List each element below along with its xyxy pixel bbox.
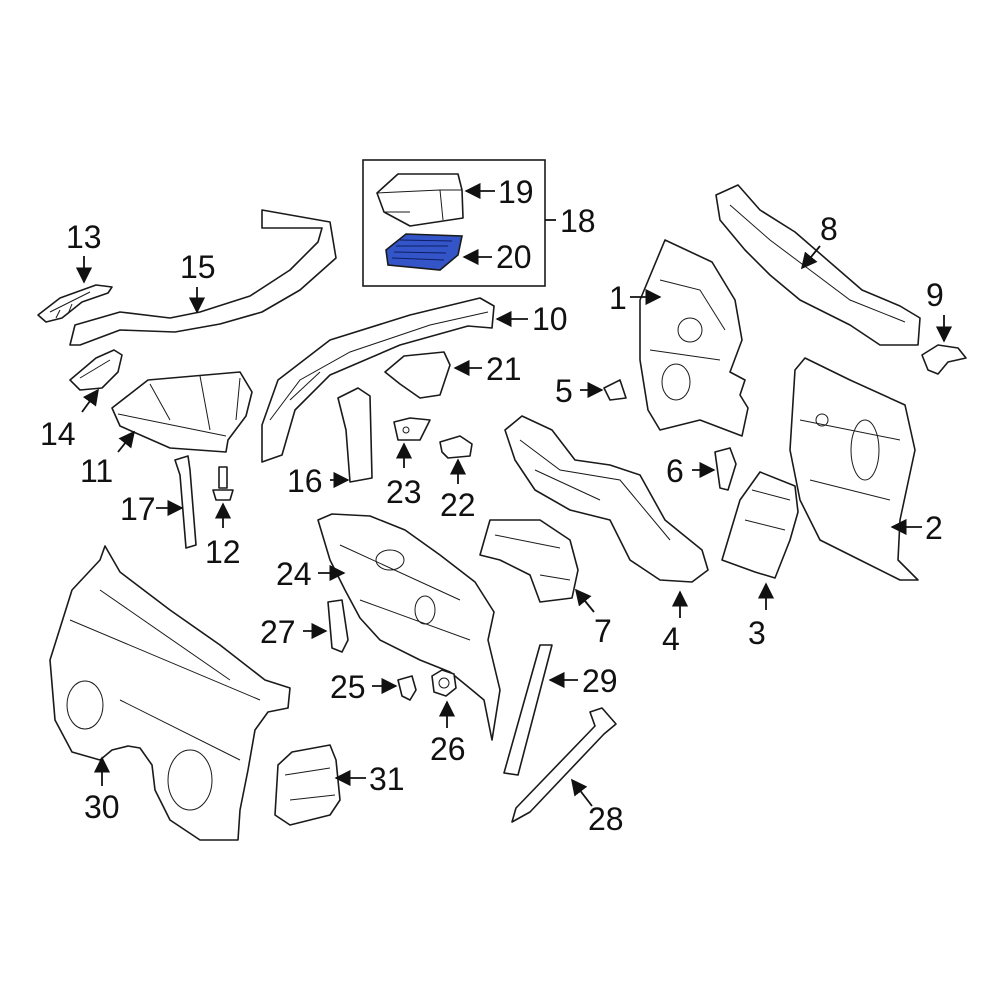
callout-21: 21 <box>486 351 522 387</box>
part-7-bracket <box>479 519 579 603</box>
callout-20: 20 <box>496 239 532 275</box>
leader-28 <box>571 778 593 807</box>
callout-22: 22 <box>440 487 476 523</box>
callout-24: 24 <box>276 556 312 592</box>
callout-7: 7 <box>594 613 612 649</box>
part-21-duct <box>384 351 451 399</box>
callout-8: 8 <box>820 211 838 247</box>
leader-14 <box>81 388 99 413</box>
callout-16: 16 <box>287 463 323 499</box>
part-9-bracket <box>921 344 967 375</box>
callout-6: 6 <box>666 453 684 489</box>
part-3-panel <box>721 471 799 579</box>
part-25-bolt <box>397 675 417 701</box>
part-24-insulator <box>317 513 501 741</box>
callout-25: 25 <box>330 669 366 705</box>
callout-19: 19 <box>498 174 534 210</box>
part-4-rail <box>504 415 709 583</box>
callout-11: 11 <box>80 453 113 489</box>
callout-15: 15 <box>180 249 216 285</box>
part-11-tray <box>111 371 253 453</box>
part-10-crossmember <box>261 297 495 463</box>
part-19-filter-housing <box>376 173 464 227</box>
leader-8 <box>800 245 821 270</box>
part-23-clip <box>393 417 431 441</box>
part-17-brace <box>174 455 197 549</box>
part-5-clip <box>603 379 627 401</box>
part-13-bracket <box>37 284 113 323</box>
callout-10: 10 <box>532 301 568 337</box>
callout-23: 23 <box>386 474 422 510</box>
part-31-cover <box>274 744 341 826</box>
callout-13: 13 <box>66 219 102 255</box>
part-20-cabin-air-filter <box>385 233 463 271</box>
part-15-strip <box>69 209 337 346</box>
callout-5: 5 <box>555 373 573 409</box>
callout-28: 28 <box>588 801 624 837</box>
callout-17: 17 <box>120 491 156 527</box>
part-12-bolt <box>212 466 234 501</box>
part-14-bracket <box>69 349 123 391</box>
callout-4: 4 <box>662 621 680 657</box>
part-6-bracket <box>714 447 737 491</box>
callout-14: 14 <box>40 416 76 452</box>
callout-29: 29 <box>582 663 618 699</box>
callout-12: 12 <box>205 534 241 570</box>
callout-27: 27 <box>260 614 296 650</box>
part-30-firewall <box>49 545 291 841</box>
callout-2: 2 <box>925 510 943 546</box>
callout-1: 1 <box>609 280 627 316</box>
part-26-nut <box>431 669 457 697</box>
callout-3: 3 <box>748 615 766 651</box>
part-1-panel <box>639 239 749 437</box>
callout-26: 26 <box>430 731 466 767</box>
part-22-clip <box>439 435 473 459</box>
leader-11 <box>117 430 136 453</box>
part-16-pillar <box>337 387 373 483</box>
part-29-brace <box>503 644 553 776</box>
callout-9: 9 <box>926 277 944 313</box>
part-18-group-box <box>362 159 546 287</box>
callout-31: 31 <box>369 761 405 797</box>
part-2-dash-panel <box>789 357 919 581</box>
leader-7 <box>574 588 595 613</box>
part-27-bracket <box>327 599 349 653</box>
callout-30: 30 <box>84 789 120 825</box>
part-8-cowl-panel <box>715 184 921 346</box>
part-28-brace <box>511 707 617 823</box>
callout-18: 18 <box>560 203 596 239</box>
